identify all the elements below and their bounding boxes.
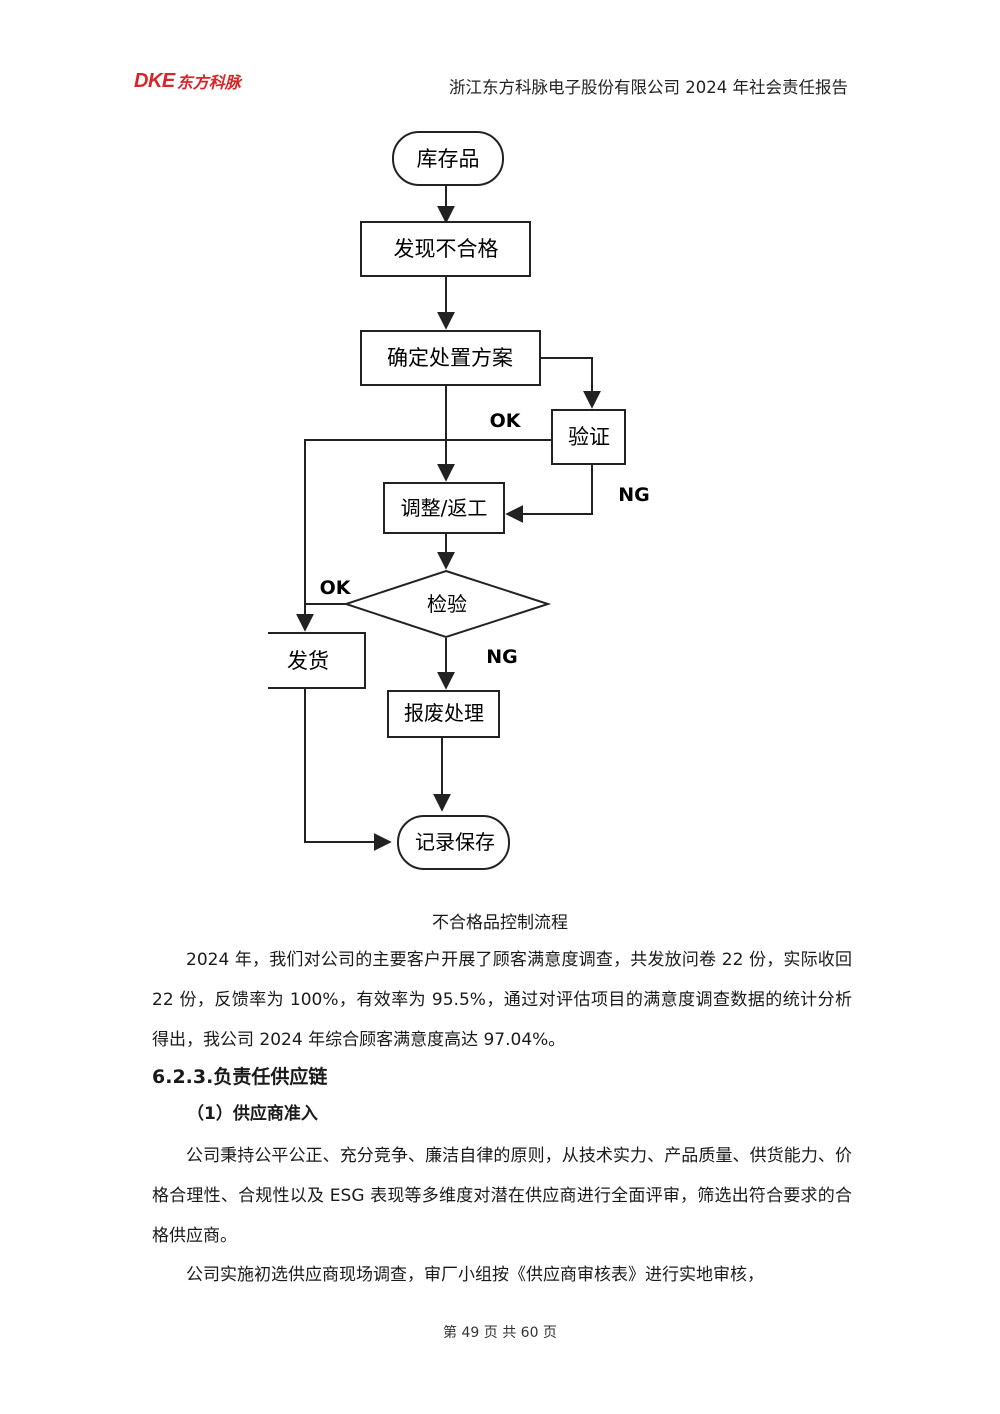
verify-box	[551, 409, 626, 465]
logo-latin: DKE	[134, 69, 175, 92]
inventory-label: 库存品	[417, 147, 480, 171]
satisfaction-survey-paragraph: 2024 年，我们对公司的主要客户开展了顾客满意度调查，共发放问卷 22 份，实…	[152, 950, 852, 1050]
nonconforming-control-flowchart: 库存品 发现不合格 确定处置方案 验证 调整/返工 检验 发货 报废处理 记录保…	[268, 131, 650, 870]
verify-label: 验证	[568, 425, 610, 449]
ship-box	[268, 632, 366, 689]
adjust-rework-box	[383, 482, 505, 534]
adjust-rework-label: 调整/返工	[401, 496, 488, 520]
ok-inspect-label: OK	[320, 577, 352, 599]
record-save-label: 记录保存	[415, 830, 495, 854]
page-number: 第 49 页 共 60 页	[443, 1325, 557, 1341]
inspect-label: 检验	[427, 592, 467, 616]
company-logo: DKE 东方科脉	[134, 68, 241, 94]
ng-inspect-label: NG	[486, 646, 518, 668]
ok-verify-label: OK	[490, 410, 522, 432]
report-header-title: 浙江东方科脉电子股份有限公司 2024 年社会责任报告	[449, 78, 848, 97]
scrap-label: 报废处理	[404, 701, 484, 725]
ng-verify-label: NG	[618, 484, 650, 506]
inspect-decision	[342, 569, 552, 639]
figure-caption: 不合格品控制流程	[432, 913, 568, 933]
subsection-heading: （1）供应商准入	[187, 1104, 318, 1124]
determine-plan-box	[360, 330, 541, 386]
record-save-terminal	[397, 815, 510, 870]
supplier-principle-paragraph: 公司秉持公平公正、充分竞争、廉洁自律的原则，从技术实力、产品质量、供货能力、价格…	[152, 1146, 852, 1246]
logo-chinese: 东方科脉	[176, 73, 241, 92]
scrap-box	[387, 690, 500, 738]
determine-plan-label: 确定处置方案	[387, 346, 513, 370]
supplier-audit-paragraph: 公司实施初选供应商现场调查，审厂小组按《供应商审核表》进行实地审核，	[186, 1265, 764, 1285]
inventory-terminal	[392, 131, 504, 186]
found-nonconforming-box	[360, 221, 531, 277]
section-heading: 6.2.3.负责任供应链	[152, 1066, 328, 1088]
found-nonconforming-label: 发现不合格	[394, 237, 499, 261]
flow-connectors	[296, 185, 601, 851]
ship-label: 发货	[287, 649, 329, 673]
